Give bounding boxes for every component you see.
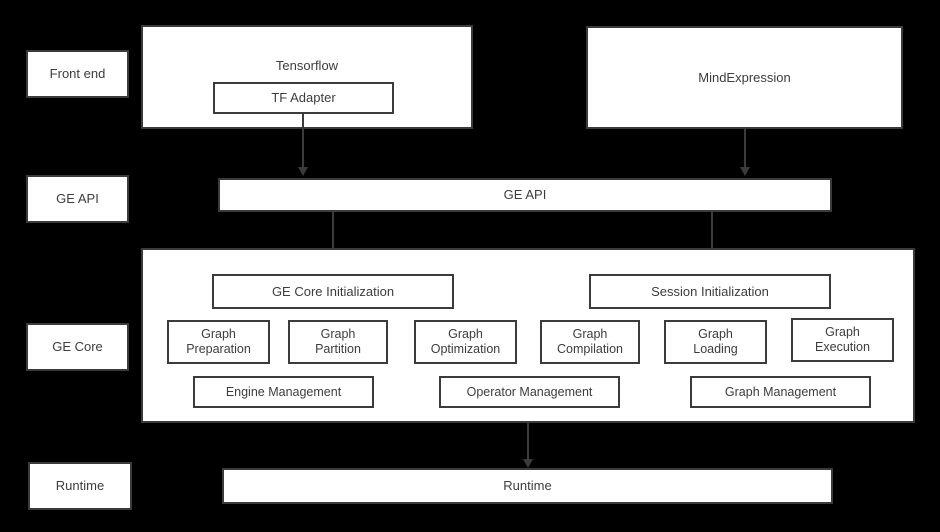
engine-management-label: Engine Management [225,384,342,399]
ge-core-initialization-box: GE Core Initialization [212,274,454,309]
operator-management-label: Operator Management [466,384,593,399]
layer-label-ge-api-text: GE API [56,191,99,207]
layer-label-front-end: Front end [26,50,129,98]
tensorflow-title: Tensorflow [275,58,339,73]
mindexpression-label: MindExpression [698,69,791,85]
tf-adapter-label: TF Adapter [271,90,336,106]
layer-label-ge-core-text: GE Core [52,339,103,355]
operator-management-box: Operator Management [439,376,620,408]
layer-label-ge-core: GE Core [26,323,129,371]
tf-adapter-connector [302,114,304,129]
layer-label-ge-api: GE API [26,175,129,223]
layer-label-front-end-text: Front end [49,66,106,82]
ge-core-initialization-label: GE Core Initialization [271,283,395,299]
mindexpression-box: MindExpression [586,26,903,129]
layer-label-runtime-text: Runtime [55,478,105,494]
layer-label-runtime: Runtime [28,462,132,510]
session-initialization-box: Session Initialization [589,274,831,309]
ge-api-bar: GE API [218,178,832,212]
runtime-bar-label: Runtime [503,478,552,494]
session-initialization-label: Session Initialization [651,283,769,299]
graph-management-box: Graph Management [690,376,871,408]
tf-adapter-box: TF Adapter [213,82,394,114]
ge-api-bar-label: GE API [503,187,547,203]
graph-management-label: Graph Management [724,384,837,399]
engine-management-box: Engine Management [193,376,374,408]
runtime-bar: Runtime [222,468,833,504]
